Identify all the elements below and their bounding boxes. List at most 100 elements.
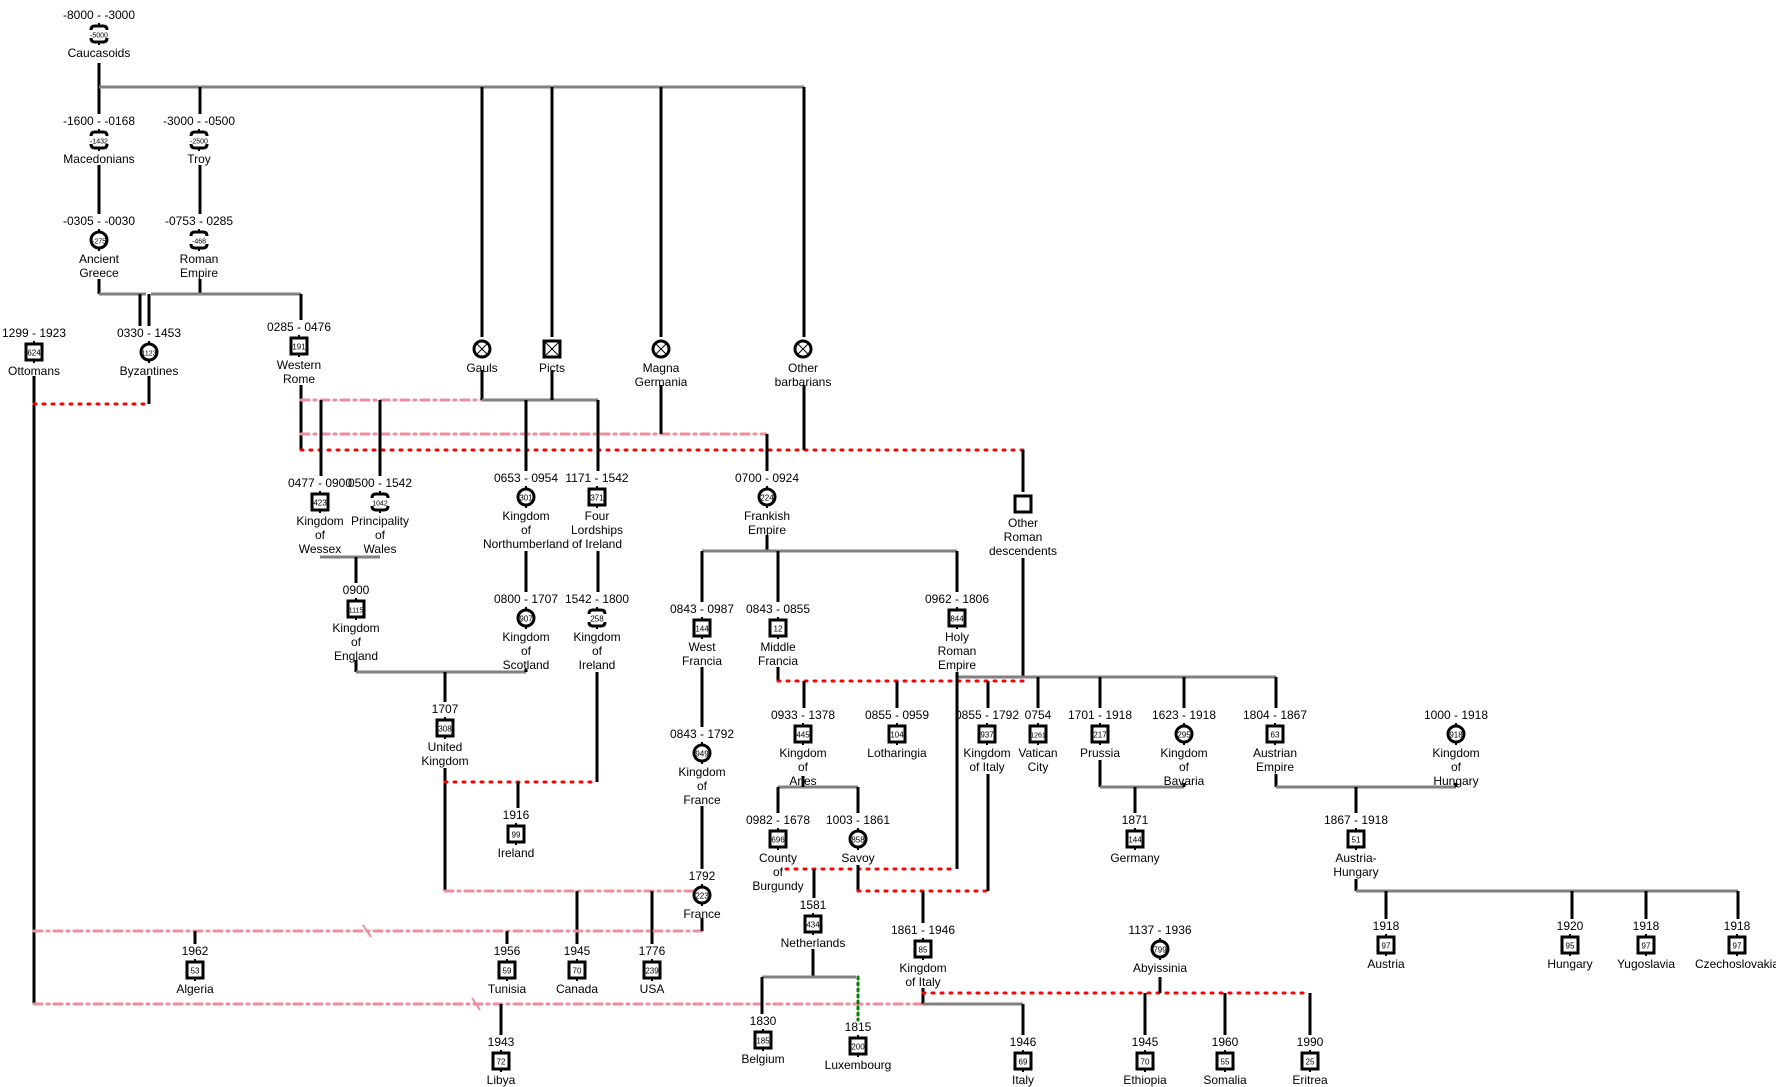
square-node-icon[interactable]: 144 bbox=[1123, 828, 1147, 850]
bracket-node-icon[interactable]: -2500 bbox=[187, 129, 211, 151]
square-node-icon[interactable]: 371 bbox=[585, 486, 609, 508]
square-node-icon[interactable]: 63 bbox=[1263, 723, 1287, 745]
square-node-icon[interactable]: 1115 bbox=[344, 598, 368, 620]
node-picts[interactable]: Picts bbox=[492, 337, 612, 375]
bracket-node-icon[interactable]: -1432 bbox=[87, 129, 111, 151]
node-other-roman[interactable]: Other Roman descendents bbox=[963, 492, 1083, 558]
square-node-icon[interactable]: 696 bbox=[766, 828, 790, 850]
bracket-node-icon[interactable]: -5000 bbox=[87, 23, 111, 45]
square-node-icon[interactable]: 97 bbox=[1634, 934, 1658, 956]
gear-node-icon[interactable]: 223 bbox=[690, 884, 714, 906]
crossed-circle-icon[interactable] bbox=[470, 338, 494, 360]
square-node-icon[interactable]: 51 bbox=[1344, 828, 1368, 850]
square-node-icon[interactable]: 308 bbox=[433, 717, 457, 739]
square-node-icon[interactable]: 185 bbox=[751, 1029, 775, 1051]
gear-node-icon[interactable]: 1123 bbox=[137, 341, 161, 363]
gear-node-icon[interactable]: 858 bbox=[846, 828, 870, 850]
square-node-icon[interactable]: 624 bbox=[22, 341, 46, 363]
gear-node-icon[interactable]: 224 bbox=[755, 486, 779, 508]
gear-node-icon[interactable]: 799 bbox=[1148, 938, 1172, 960]
square-node-icon[interactable]: 200 bbox=[846, 1035, 870, 1057]
square-node-icon[interactable]: 99 bbox=[504, 823, 528, 845]
square-node-icon[interactable]: 97 bbox=[1725, 934, 1749, 956]
square-node-icon[interactable]: 97 bbox=[1374, 934, 1398, 956]
square-node-icon[interactable]: 95 bbox=[1558, 934, 1582, 956]
gear-node-icon[interactable]: 918 bbox=[1444, 723, 1468, 745]
gear-node-icon[interactable]: -275 bbox=[87, 229, 111, 251]
square-node-icon[interactable]: 12 bbox=[766, 617, 790, 639]
gear-node-icon[interactable]: 301 bbox=[514, 486, 538, 508]
crossed-circle-icon[interactable] bbox=[649, 338, 673, 360]
square-node-icon[interactable]: 104 bbox=[885, 723, 909, 745]
node-gauls[interactable]: Gauls bbox=[422, 337, 542, 375]
empty-square-icon[interactable] bbox=[1011, 493, 1035, 515]
square-node-icon[interactable]: 69 bbox=[1011, 1050, 1035, 1072]
square-node-icon[interactable]: 191 bbox=[287, 335, 311, 357]
square-node-icon[interactable]: 844 bbox=[945, 607, 969, 629]
gear-node-icon[interactable]: 949 bbox=[690, 742, 714, 764]
node-magna-germania[interactable]: Magna Germania bbox=[601, 337, 721, 389]
square-node-icon[interactable]: 85 bbox=[911, 938, 935, 960]
node-other-barbarians[interactable]: Other barbarians bbox=[743, 337, 863, 389]
bracket-node-icon[interactable]: -468 bbox=[187, 229, 211, 251]
square-node-icon[interactable]: 53 bbox=[183, 959, 207, 981]
bracket-node-icon[interactable]: 258 bbox=[585, 607, 609, 629]
square-node-icon[interactable]: 59 bbox=[495, 959, 519, 981]
gear-node-icon[interactable]: 907 bbox=[514, 607, 538, 629]
square-node-icon[interactable]: 70 bbox=[1133, 1050, 1157, 1072]
square-node-icon[interactable]: 55 bbox=[1213, 1050, 1237, 1072]
square-node-icon[interactable]: 1261 bbox=[1026, 723, 1050, 745]
crossed-circle-icon[interactable] bbox=[791, 338, 815, 360]
square-node-icon[interactable]: 72 bbox=[489, 1050, 513, 1072]
square-node-icon[interactable]: 239 bbox=[640, 959, 664, 981]
square-node-icon[interactable]: 70 bbox=[565, 959, 589, 981]
square-node-icon[interactable]: 445 bbox=[791, 723, 815, 745]
